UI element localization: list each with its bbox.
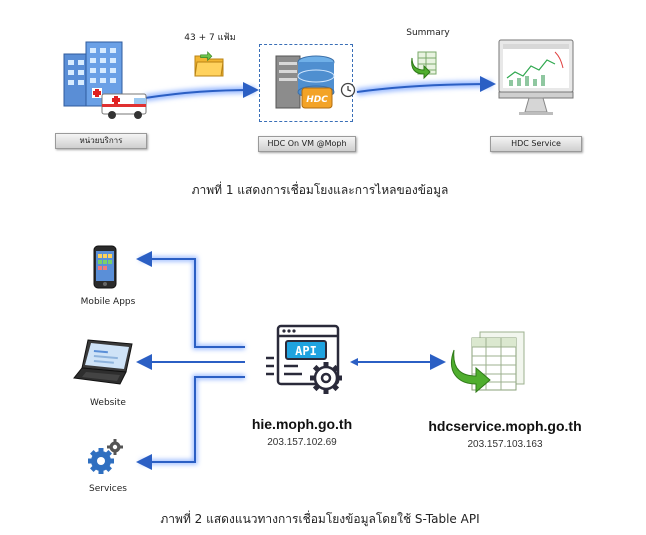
svg-text:HDC: HDC — [306, 95, 328, 105]
monitor-icon — [495, 38, 577, 120]
hdc-service-label: HDC Service — [490, 136, 582, 152]
summary-sheet-icon — [410, 50, 438, 80]
hospital-icon — [52, 38, 156, 120]
gears-icon — [88, 438, 124, 476]
hdcservice-host: hdcservice.moph.go.th — [428, 418, 582, 434]
mobile-phone-icon — [93, 245, 117, 289]
connector-services — [136, 374, 245, 470]
connector-mobile — [136, 251, 245, 350]
mobile-apps-label: Mobile Apps — [80, 297, 136, 307]
api-gear-icon — [262, 322, 352, 400]
services-label: Services — [89, 484, 127, 494]
figure2-caption: ภาพที่ 2 แสดงแนวทางการเชื่อมโยงข้อมูลโดย… — [160, 512, 480, 526]
files-count-label: 43 + 7 แฟ้ม — [184, 33, 236, 43]
laptop-icon — [73, 338, 136, 386]
hie-host: hie.moph.go.th — [251, 416, 353, 432]
hie-ip: 203.157.102.69 — [267, 437, 337, 448]
flow-arrow-provider-to-hdc — [144, 82, 259, 102]
api-badge-text: API — [295, 344, 317, 358]
hdcservice-ip: 203.157.103.163 — [467, 439, 543, 450]
provider-label: หน่วยบริการ — [55, 133, 147, 149]
clock-icon — [340, 82, 356, 98]
summary-label: Summary — [406, 28, 450, 38]
hdc-vm-label: HDC On VM @Moph — [258, 136, 356, 152]
website-label: Website — [90, 398, 126, 408]
database-server-icon: HDC — [272, 48, 342, 116]
figure1-caption: ภาพที่ 1 แสดงการเชื่อมโยงและการไหลของข้อ… — [191, 183, 449, 197]
folder-icon — [193, 50, 225, 78]
spreadsheet-icon — [450, 330, 530, 394]
flow-arrow-hdc-to-service — [356, 76, 496, 96]
hdc-vm-frame — [259, 44, 353, 122]
connector-api-hdcservice — [350, 354, 446, 370]
